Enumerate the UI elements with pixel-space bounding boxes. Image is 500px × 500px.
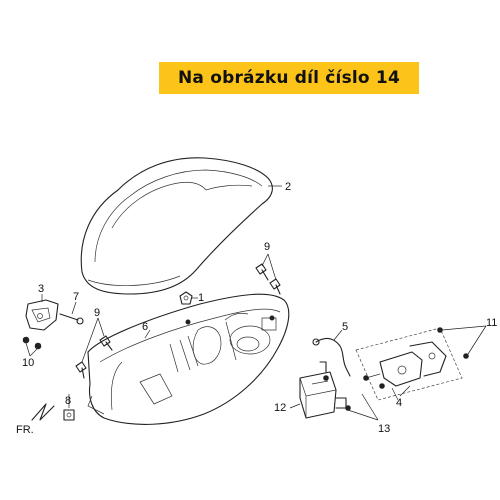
- callout-1: 1: [198, 292, 204, 304]
- front-direction-label: FR.: [16, 424, 34, 436]
- callout-12: 12: [274, 402, 286, 414]
- leader-10: [25, 342, 38, 357]
- callout-5: 5: [342, 321, 348, 333]
- screws-part-11[interactable]: [437, 327, 469, 359]
- leader-4: [399, 385, 411, 397]
- screws-part-13[interactable]: [323, 375, 351, 411]
- seat[interactable]: [80, 157, 273, 295]
- helmet-box[interactable]: [87, 293, 290, 425]
- leader-6: [144, 329, 151, 339]
- callout-13: 13: [378, 423, 390, 435]
- callout-6: 6: [142, 321, 148, 333]
- front-direction-arrow-icon: [31, 403, 55, 421]
- bolts-part-9-upper[interactable]: [255, 263, 281, 295]
- banner-text: Na obrázku díl číslo 14: [178, 68, 400, 88]
- clip-part-1[interactable]: [179, 291, 193, 305]
- callout-9-left: 9: [94, 307, 100, 319]
- leader-9-left: [81, 317, 105, 363]
- callout-9-upper: 9: [264, 241, 270, 253]
- leader-5: [333, 329, 343, 341]
- callout-2: 2: [285, 181, 291, 193]
- bolts-part-9-left[interactable]: [75, 335, 113, 379]
- leader-12: [289, 403, 301, 409]
- leader-11: [441, 325, 487, 355]
- seat-lock-assembly[interactable]: [355, 327, 463, 401]
- bracket-part-3[interactable]: [25, 299, 59, 331]
- callout-10: 10: [22, 357, 34, 369]
- callout-8: 8: [65, 395, 71, 407]
- callout-3: 3: [38, 283, 44, 295]
- cable-part-5[interactable]: [312, 337, 351, 377]
- leader-13: [347, 393, 379, 421]
- callout-11: 11: [486, 317, 497, 329]
- nuts-part-10[interactable]: [22, 336, 42, 350]
- screw-part-7[interactable]: [59, 313, 84, 325]
- nut-part-8[interactable]: [63, 409, 75, 421]
- callout-4: 4: [396, 397, 402, 409]
- module-part-12[interactable]: [299, 361, 347, 419]
- part-number-banner: Na obrázku díl číslo 14: [159, 62, 419, 94]
- leader-9-upper: [261, 253, 277, 281]
- callout-7: 7: [73, 291, 79, 303]
- leader-7: [71, 301, 77, 315]
